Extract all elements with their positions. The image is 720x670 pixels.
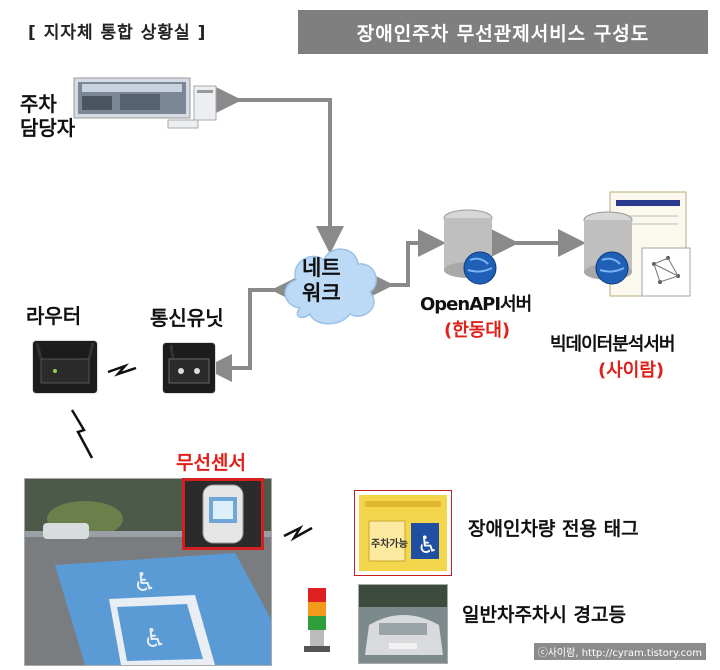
wireless-signal-icon [70,409,94,459]
network-openapi-arrow [366,229,446,299]
bigdata-server-label: 빅데이터분석서버 [550,334,675,355]
parking-manager-label: 주차 담당자 [20,92,76,140]
disabled-tag-label: 장애인차량 전용 태그 [468,518,639,540]
wireless-signal-icon [283,524,313,542]
wireless-signal-icon [107,363,137,377]
svg-text:♿: ♿ [143,624,166,654]
bigdata-database-icon [582,210,638,290]
warning-light-icon [280,582,358,666]
openapi-database-icon [442,208,498,288]
network-cloud: 네트 워크 [278,238,382,328]
manager-network-arrow [214,86,344,254]
control-room-computer-icon [72,74,220,132]
warning-light-label: 일반차주차시 경고등 [462,604,626,626]
router-label: 라우터 [26,304,82,328]
openapi-owner-label: (한동대) [444,320,511,341]
control-room-title: [ 지자체 통합 상황실 ] [28,23,207,43]
copyright-watermark: ⓒ사이람, http://cyram.tistory.com [533,643,706,660]
diagram-title: 장애인주차 무선관제서비스 구성도 [298,10,708,54]
disabled-parking-tag-image: ♿ 주차가능 [354,490,452,576]
openapi-server-label: OpenAPI서버 [420,294,532,315]
network-label: 네트 워크 [302,256,341,306]
tag-card-text: 주차가능 [371,539,408,550]
comm-unit-icon [162,342,216,394]
network-communit-arrow [204,276,299,382]
svg-text:♿: ♿ [417,531,439,559]
comm-unit-label: 통신유닛 [150,306,224,330]
svg-text:♿: ♿ [133,568,156,598]
bigdata-owner-label: (사이람) [598,360,665,381]
wireless-sensor-highlight [182,478,264,550]
wireless-sensor-label: 무선센서 [176,452,246,474]
parked-car-photo [358,584,448,664]
router-icon [32,340,98,394]
